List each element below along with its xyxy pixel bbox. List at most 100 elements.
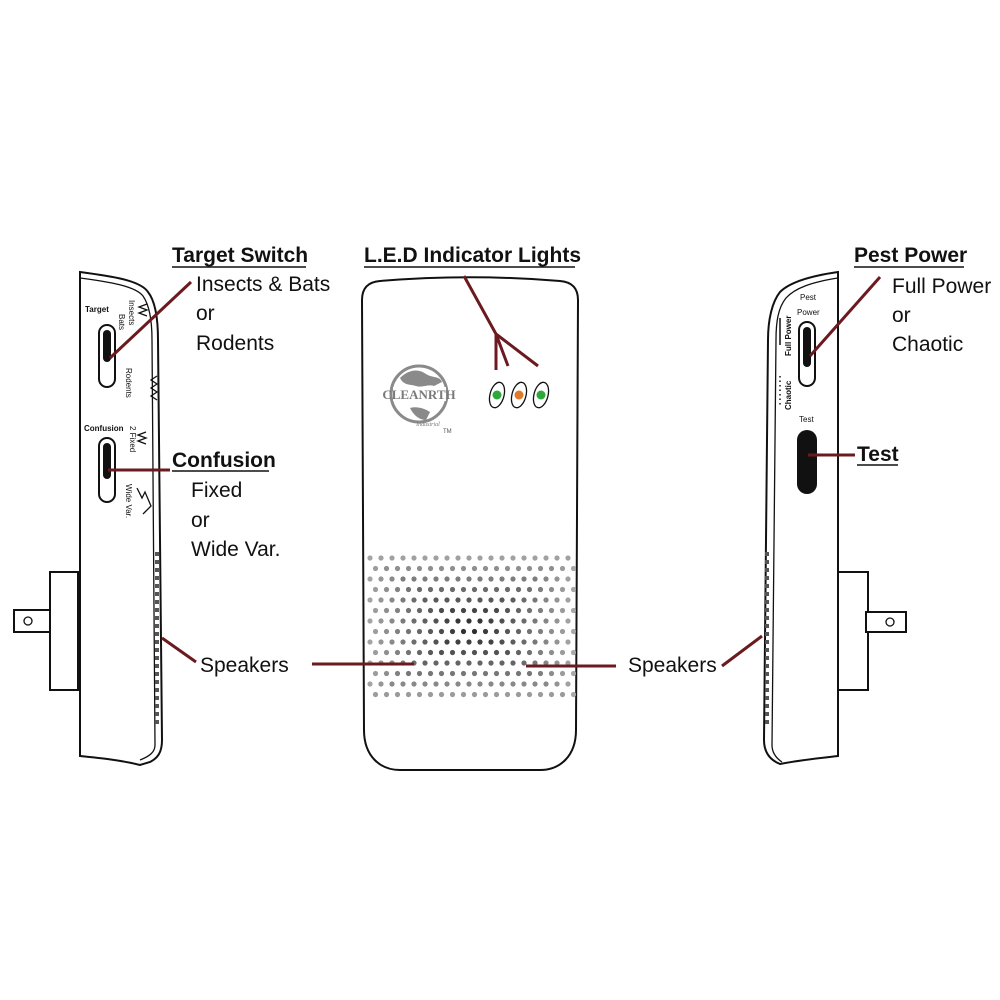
grille-hole [389,576,395,582]
grille-hole [515,565,522,572]
test-button[interactable] [797,430,817,494]
grille-hole [427,691,434,698]
grille-hole [422,618,428,624]
grille-hole [422,660,428,666]
confusion-switch-knob [103,443,111,479]
grille-hole [477,618,483,624]
grille-hole [455,576,461,582]
grille-hole [400,681,406,687]
grille-hole [438,649,445,656]
grille-hole [438,565,445,572]
vent-slot [765,648,769,652]
grille-hole [460,670,467,677]
led-housing [532,381,550,409]
grille-hole [460,565,467,572]
grille-hole [460,628,467,635]
grille-hole [570,607,577,614]
led-callout: L.E.D Indicator Lights [364,244,581,370]
grille-hole [532,597,538,603]
grille-hole [532,660,538,666]
led-housing [488,381,506,409]
vent-slot [765,552,769,556]
vent-slot [155,688,159,692]
grille-hole [405,586,412,593]
grille-hole [526,670,533,677]
grille-hole [543,576,549,582]
grille-hole [565,597,571,603]
vent-slot [765,592,769,596]
grille-hole [532,681,538,687]
right-device: Pest Power Full Power Chaotic Test [762,270,907,766]
grille-hole [433,576,439,582]
grille-hole [543,618,549,624]
grille-hole [460,607,467,614]
grille-hole [383,691,390,698]
grille-hole [466,681,472,687]
grille-hole [526,628,533,635]
pest-option-full-power: Full Power [892,275,991,298]
vent-slot [155,616,159,620]
grille-hole [422,681,428,687]
grille-hole [493,586,500,593]
grille-hole [405,670,412,677]
grille-hole [372,628,379,635]
grille-hole [394,670,401,677]
grille-hole [416,691,423,698]
grille-hole [510,660,516,666]
vent-slot [155,672,159,676]
grille-hole [383,565,390,572]
grille-hole [405,628,412,635]
grille-hole [427,628,434,635]
grille-hole [455,639,461,645]
vent-slot [155,648,159,652]
grille-hole [548,586,555,593]
grille-hole [526,565,533,572]
grille-hole [499,576,505,582]
right-device-edge [771,277,839,763]
grille-hole [559,649,566,656]
grille-hole [455,660,461,666]
grille-hole [559,628,566,635]
vent-slot [155,560,159,564]
grille-hole [471,607,478,614]
pest-power-leader [808,276,882,357]
grille-hole [526,691,533,698]
prong-hole [23,616,33,626]
grille-hole [427,670,434,677]
grille-hole [400,555,406,561]
confusion-or: or [191,509,210,532]
vent-slot [765,624,769,628]
grille-hole [482,670,489,677]
printed-insects-label: Insects [127,300,136,325]
grille-hole [449,628,456,635]
grille-hole [543,597,549,603]
right-speaker-vents [765,552,769,724]
printed-power-label: Power [797,308,820,317]
speaker-grille [367,555,577,698]
target-switch-knob [103,330,111,362]
pest-option-chaotic: Chaotic [892,333,963,356]
grille-hole [565,618,571,624]
vent-slot [155,720,159,724]
pest-power-switch-knob [803,327,811,367]
grille-hole [372,586,379,593]
printed-wide-var-label: Wide Var. [124,484,133,518]
logo-band [393,387,446,401]
grille-hole [433,639,439,645]
grille-hole [372,691,379,698]
center-device-body [360,276,580,771]
grille-hole [383,607,390,614]
vent-slot [765,656,769,660]
grille-hole [449,670,456,677]
vent-slot [765,640,769,644]
grille-hole [543,555,549,561]
grille-hole [515,670,522,677]
grille-hole [411,576,417,582]
waveform-icon [136,487,152,515]
grille-hole [515,649,522,656]
grille-hole [565,576,571,582]
grille-hole [554,660,560,666]
grille-hole [378,639,384,645]
grille-hole [565,555,571,561]
